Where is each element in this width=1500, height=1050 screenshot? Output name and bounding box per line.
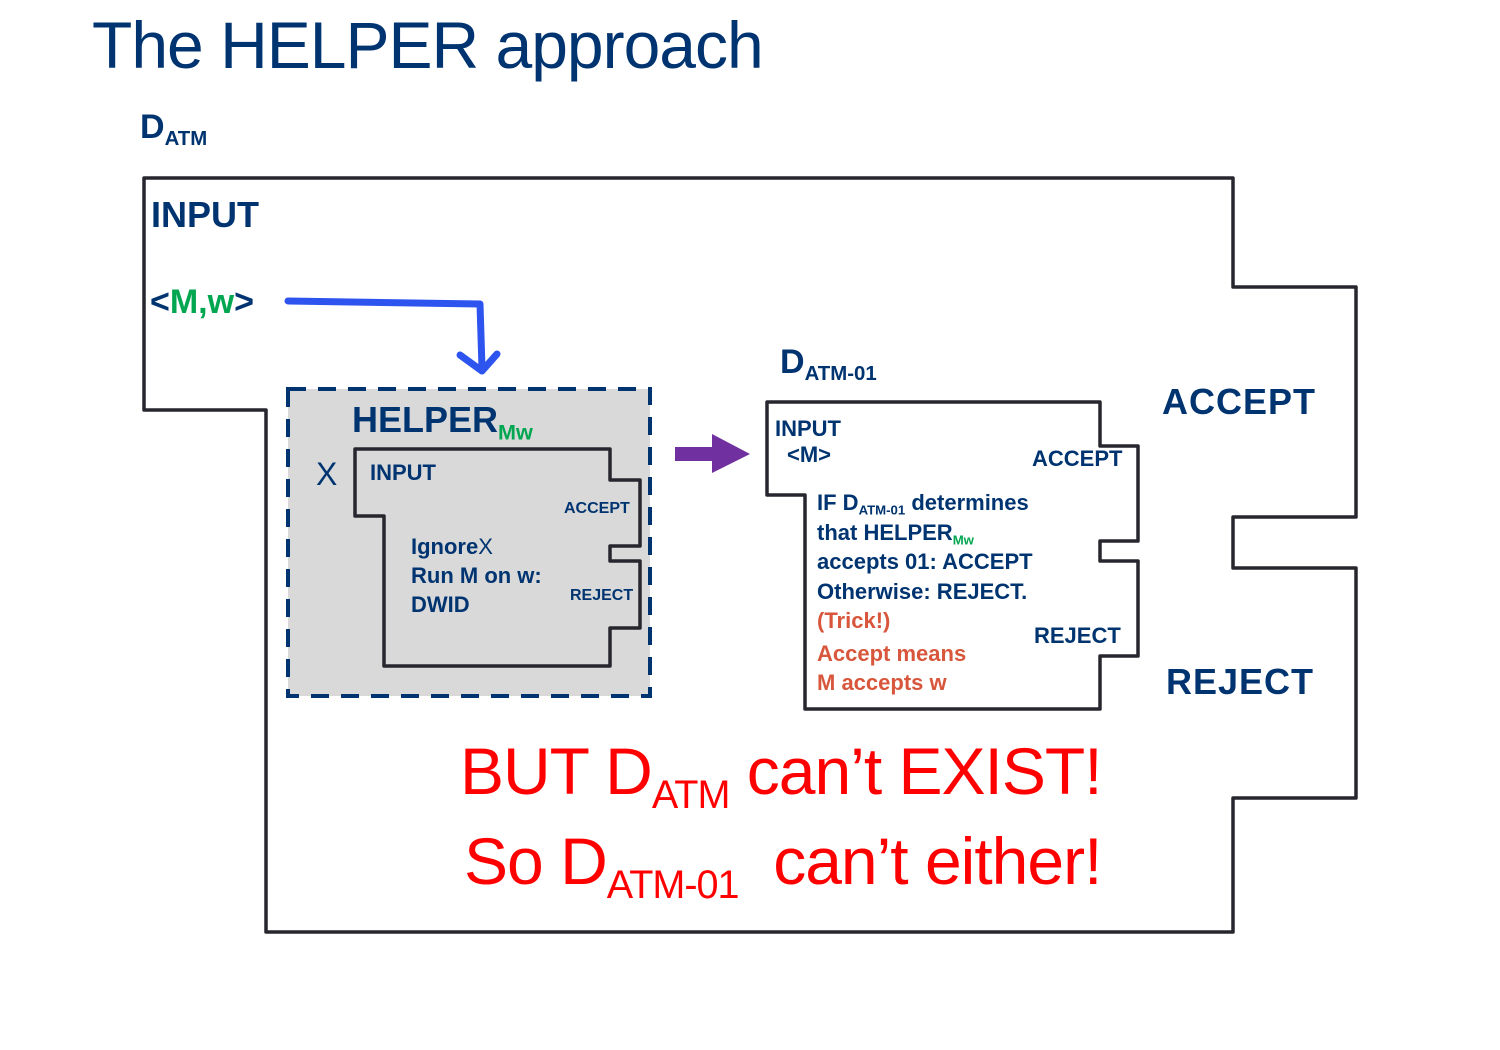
outer-machine-outline <box>142 176 1358 934</box>
conclusion-line1: BUT DATM can’t EXIST! <box>460 738 1103 815</box>
d01-line1-post: determines <box>905 490 1029 515</box>
conclusion-line1-post: can’t EXIST! <box>729 734 1103 808</box>
page-title: The HELPER approach <box>92 8 764 82</box>
helper-machine-outline <box>353 447 642 668</box>
helper-name-sub: Mw <box>498 419 533 445</box>
conclusion-line2-sub: ATM-01 <box>606 862 740 907</box>
d01-line2-pre: that HELPER <box>817 519 953 545</box>
outer-input-label: INPUT <box>151 194 259 235</box>
outer-accept-label: ACCEPT <box>1162 381 1317 422</box>
input-close-bracket: > <box>234 283 254 321</box>
d01-line1: IF DATM-01 determines <box>817 488 1033 518</box>
d01-reject-label: REJECT <box>1034 623 1121 648</box>
outer-reject-label: REJECT <box>1166 661 1315 702</box>
purple-arrow-icon <box>675 434 750 473</box>
d01-line4: Otherwise: REJECT. <box>817 578 1028 604</box>
helper-body-line3: DWID <box>411 592 470 617</box>
d01-line6: Accept means <box>817 640 967 666</box>
helper-x-input: X <box>316 456 338 492</box>
conclusion-line2-pre: So D <box>464 824 608 898</box>
d01-name-sub: ATM-01 <box>804 363 877 386</box>
helper-accept-label: ACCEPT <box>564 500 630 517</box>
d01-line5: (Trick!) <box>817 608 891 633</box>
d01-machine-outline <box>765 400 1140 711</box>
conclusion-line1-sub: ATM <box>651 772 731 817</box>
outer-input-value: <M,w> <box>150 285 254 319</box>
d01-input-value: <M> <box>787 442 832 467</box>
blue-arrow-icon <box>284 297 501 375</box>
d01-line7: M accepts w <box>817 670 947 695</box>
d01-line1-pre: IF D <box>817 490 859 515</box>
outer-machine-name: DATM <box>140 108 207 149</box>
d01-machine-name: DATM-01 <box>780 343 877 384</box>
helper-input-label: INPUT <box>370 460 436 485</box>
input-open-bracket: < <box>150 283 170 321</box>
helper-body: IgnoreX Run M on w: DWID <box>411 532 542 619</box>
d01-line2-sub: Mw <box>952 532 974 548</box>
helper-body-line2: Run M on w: <box>411 563 542 588</box>
d01-input-label: INPUT <box>775 416 841 441</box>
helper-name-main: HELPER <box>352 399 499 440</box>
d01-name-main: D <box>780 343 805 381</box>
d01-line1-sub: ATM-01 <box>858 502 906 518</box>
helper-ignore-text: Ignore <box>411 534 479 559</box>
helper-ignore-x: X <box>478 534 493 559</box>
d01-accept-label: ACCEPT <box>1032 446 1123 471</box>
conclusion-line2: So DATM-01 can’t either! <box>464 828 1102 905</box>
helper-name: HELPERMw <box>352 399 533 443</box>
conclusion-line2-post: can’t either! <box>738 824 1102 898</box>
helper-container <box>286 387 652 698</box>
d01-body: IF DATM-01 determines that HELPERMw acce… <box>817 488 1033 698</box>
outer-machine-name-main: D <box>140 108 165 146</box>
conclusion-line1-pre: BUT D <box>460 734 653 808</box>
d01-line3: accepts 01: ACCEPT <box>817 549 1033 574</box>
d01-line2: that HELPERMw <box>817 518 1033 548</box>
input-m-w: M,w <box>169 283 235 321</box>
outer-machine-name-sub: ATM <box>164 128 208 151</box>
helper-reject-label: REJECT <box>570 587 634 604</box>
d01-input: INPUT <M> <box>775 416 841 468</box>
helper-body-line1: IgnoreX <box>411 532 542 561</box>
